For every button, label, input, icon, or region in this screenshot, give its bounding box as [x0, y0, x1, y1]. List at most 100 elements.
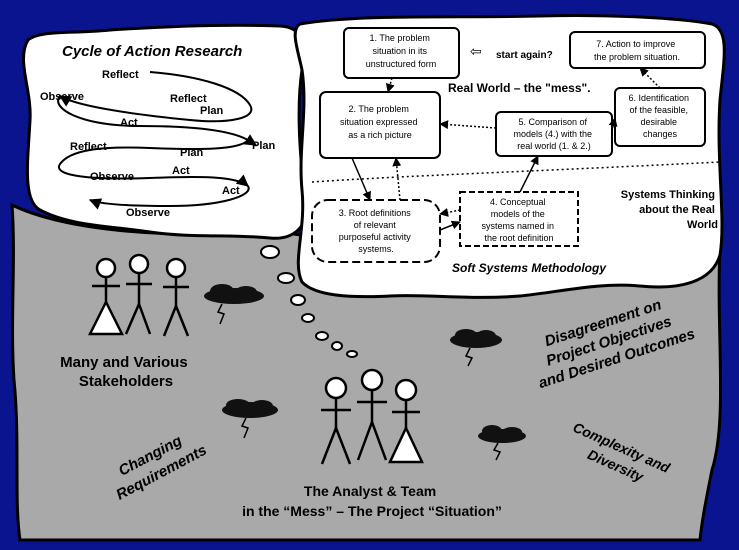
stick-figure-icon: [320, 376, 352, 465]
box-1-line-2: situation in its: [372, 46, 427, 56]
svg-text:1. The problem situation: 1. The problem situation in its unstruct…: [366, 33, 437, 69]
team-label: The Analyst & Team in the “Mess” – The P…: [242, 483, 502, 519]
ssm-divider: [311, 161, 721, 183]
arrow-4-to-5: [519, 155, 539, 193]
arrow-5-to-6: [608, 117, 618, 131]
ssm-arrows: [351, 67, 661, 231]
label-plan-1: Plan: [200, 105, 224, 117]
spiral-curve-4: [88, 185, 250, 210]
spiral-curve-5: [243, 134, 258, 146]
action-research-title: Cycle of Action Research: [62, 43, 242, 60]
arrow-6-to-7: [639, 67, 661, 89]
box-2-line-1: 2. The problem: [349, 104, 409, 114]
box-5-line-3: real world (1. & 2.): [517, 141, 591, 151]
ssm-box-6: 6. Identification of the feasible, desir…: [614, 87, 706, 147]
label-act-2: Act: [172, 165, 190, 177]
team-figures: [320, 368, 424, 465]
arrow-1-to-2: [385, 77, 395, 93]
box-1-line-1: 1. The problem: [370, 33, 430, 43]
stakeholders-line-1: Many and Various: [60, 354, 188, 371]
box-3-line-2: of relevant: [354, 220, 397, 230]
team-line-2: in the “Mess” – The Project “Situation”: [242, 503, 502, 519]
stakeholders-line-2: Stakeholders: [79, 373, 173, 390]
thought-bubble: [315, 331, 329, 341]
thought-bubble: [277, 272, 295, 284]
storm-cloud-icon: [478, 425, 526, 461]
svg-text:7. Action to improve the: 7. Action to improve the problem situati…: [594, 39, 680, 62]
box-5-line-2: models (4.) with the: [513, 129, 592, 139]
real-world-label: Real World – the "mess".: [448, 81, 591, 95]
arrow-3-to-4: [439, 220, 461, 231]
systems-thinking-line-2: about the Real: [639, 204, 715, 216]
stick-figure-icon: [356, 368, 388, 461]
ssm-box-3: 3. Root definitions of relevant purposef…: [311, 199, 441, 263]
ssm-box-5: 5. Comparison of models (4.) with the re…: [495, 111, 613, 157]
ssm-title: Soft Systems Methodology: [452, 261, 607, 275]
svg-text:2. The problem situation: 2. The problem situation expressed as a …: [340, 104, 420, 140]
systems-thinking-line-1: Systems Thinking: [621, 189, 715, 201]
thought-bubble: [260, 245, 280, 259]
arrow-3-to-2: [392, 157, 402, 201]
thought-bubble: [331, 341, 343, 351]
ssm-box-1: 1. The problem situation in its unstruct…: [343, 27, 460, 79]
box-6-line-1: 6. Identification: [628, 93, 689, 103]
storm-cloud-icon: [204, 284, 264, 325]
ssm-box-7: 7. Action to improve the problem situati…: [569, 31, 706, 69]
stakeholder-figures: [87, 253, 190, 337]
label-reflect-1: Reflect: [102, 69, 139, 81]
box-6-line-4: changes: [643, 129, 678, 139]
team-line-1: The Analyst & Team: [304, 483, 436, 499]
stick-figure-icon: [162, 257, 190, 337]
label-plan-3: Plan: [252, 140, 276, 152]
box-4-line-1: 4. Conceptual: [490, 197, 546, 207]
svg-text:3. Root definitions of r: 3. Root definitions of relevant purposef…: [339, 208, 414, 254]
storm-cloud-icon: [450, 329, 502, 367]
spiral-curve-2: [57, 95, 249, 141]
start-again-label: start again?: [496, 50, 553, 61]
label-observe-2: Observe: [90, 171, 134, 183]
label-plan-2: Plan: [180, 147, 204, 159]
thought-bubble: [290, 294, 306, 306]
arrow-4-to-3: [439, 207, 461, 217]
stakeholders-label: Many and Various Stakeholders: [60, 354, 192, 390]
storm-cloud-icon: [222, 399, 278, 439]
label-observe-1: Observe: [40, 91, 84, 103]
spiral-curve-3: [57, 139, 249, 187]
svg-text:5. Comparison of models: 5. Comparison of models (4.) with the re…: [513, 117, 594, 151]
box-2-line-3: as a rich picture: [348, 130, 412, 140]
svg-text:4. Conceptual models of: 4. Conceptual models of the systems name…: [481, 197, 556, 243]
ssm-box-4: 4. Conceptual models of the systems name…: [459, 191, 579, 247]
box-4-line-3: systems named in: [481, 221, 554, 231]
systems-thinking-label: Systems Thinking about the Real World: [621, 189, 718, 231]
action-research-spiral: [57, 71, 258, 210]
action-research-labels: Reflect Observe Reflect Plan Act Reflect…: [40, 69, 276, 219]
stick-figure-icon: [87, 257, 125, 336]
label-act-3: Act: [222, 185, 240, 197]
box-4-line-4: the root definition: [484, 233, 553, 243]
thought-bubble: [301, 313, 315, 323]
box-7-line-2: the problem situation.: [594, 52, 680, 62]
label-observe-3: Observe: [126, 207, 170, 219]
arrow-2-to-3: [351, 157, 371, 201]
label-act-1: Act: [120, 117, 138, 129]
label-reflect-2: Reflect: [170, 93, 207, 105]
thought-bubble: [346, 350, 358, 358]
box-4-line-2: models of the: [491, 209, 545, 219]
box-6-line-3: desirable: [640, 117, 677, 127]
ssm-box-2: 2. The problem situation expressed as a …: [319, 91, 441, 159]
arrow-5-to-2: [439, 120, 497, 130]
thought-bubbles: [260, 245, 358, 358]
box-3-line-3: purposeful activity: [339, 232, 412, 242]
box-6-line-2: of the feasible,: [629, 105, 688, 115]
box-1-line-3: unstructured form: [366, 59, 437, 69]
box-3-line-4: systems.: [358, 244, 394, 254]
svg-text:6. Identification of the: 6. Identification of the feasible, desir…: [628, 93, 691, 139]
box-7-line-1: 7. Action to improve: [596, 39, 675, 49]
stick-figure-icon: [388, 378, 424, 464]
box-2-line-2: situation expressed: [340, 117, 418, 127]
box-3-line-1: 3. Root definitions: [339, 208, 412, 218]
box-5-line-1: 5. Comparison of: [518, 117, 587, 127]
systems-thinking-line-3: World: [687, 219, 718, 231]
spiral-curve-1: [58, 71, 253, 123]
